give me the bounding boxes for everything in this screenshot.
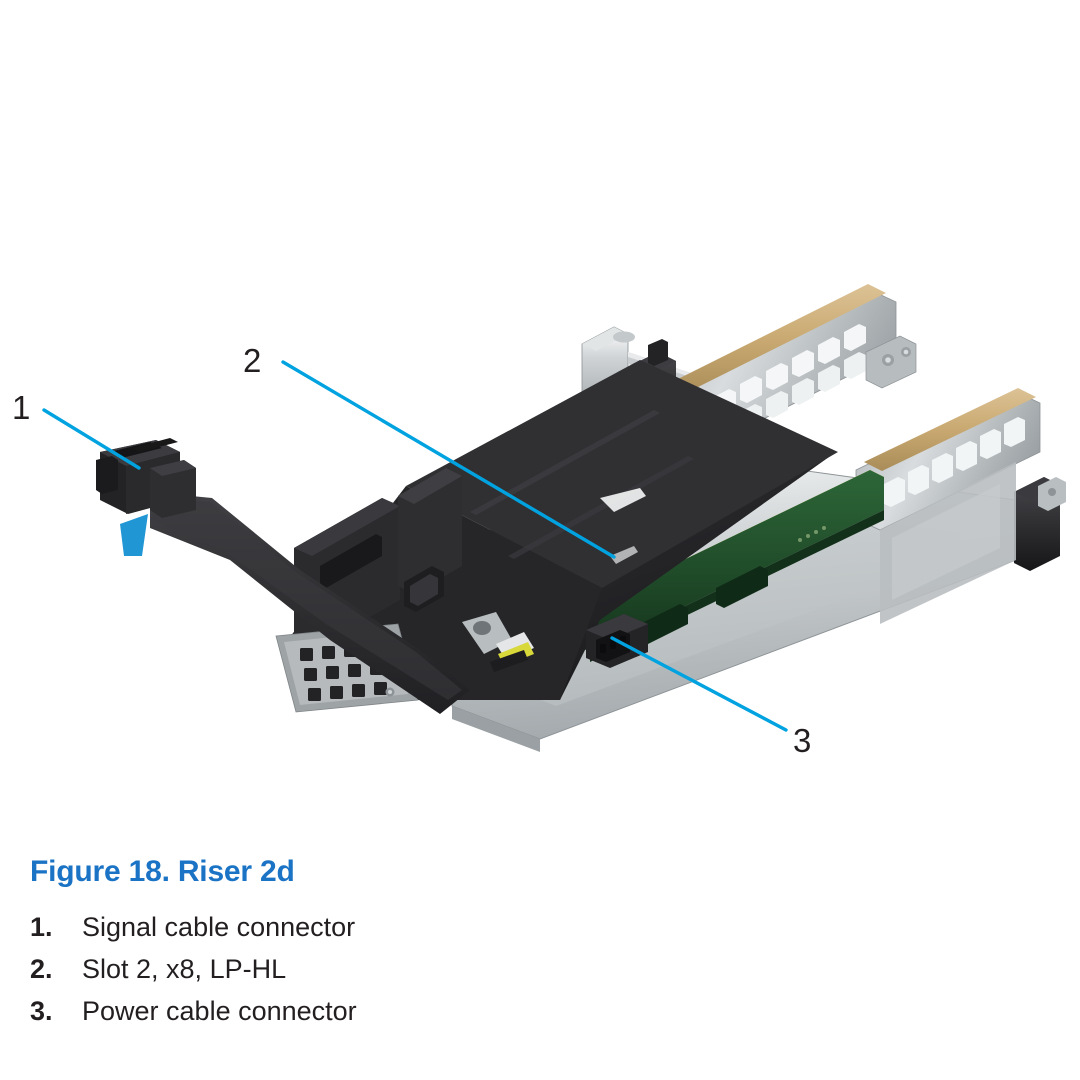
leader-line-1 bbox=[42, 408, 141, 470]
callout-number-1: 1 bbox=[12, 389, 31, 426]
legend-item-1: 1. Signal cable connector bbox=[30, 911, 1050, 944]
pcb-edge-tan-upper bbox=[660, 284, 886, 397]
vent-grid-lower bbox=[884, 417, 1025, 507]
signal-cable-connector bbox=[96, 438, 196, 518]
legend-label-3: Power cable connector bbox=[82, 995, 357, 1026]
card-edge-retainer bbox=[1014, 477, 1066, 571]
leader-line-3 bbox=[610, 636, 788, 732]
internal-cable-bundle bbox=[462, 612, 534, 672]
legend-index-2: 2. bbox=[30, 953, 53, 984]
pcb-edge-tan-lower bbox=[864, 388, 1036, 471]
riser-illustration: 1 2 3 bbox=[12, 284, 1066, 759]
figure-legend-list: 1. Signal cable connector 2. Slot 2, x8,… bbox=[30, 911, 1050, 1028]
signal-cable-assembly bbox=[96, 438, 470, 714]
figure-caption: Figure 18. Riser 2d bbox=[30, 855, 295, 888]
bracket-perforations bbox=[300, 642, 387, 701]
riser-vent-bracket-lower bbox=[855, 388, 1066, 571]
leader-line-2 bbox=[281, 360, 616, 559]
riser-illustration-svg bbox=[42, 284, 1066, 752]
legend-label-1: Signal cable connector bbox=[82, 912, 356, 942]
callout-number-2: 2 bbox=[243, 342, 262, 379]
legend-index-3: 3. bbox=[30, 995, 53, 1026]
figure-caption-block: Figure 18. Riser 2d 1. Signal cable conn… bbox=[30, 855, 1050, 1037]
legend-item-3: 3. Power cable connector bbox=[30, 995, 1050, 1028]
legend-index-1: 1. bbox=[30, 912, 53, 942]
callout-number-3: 3 bbox=[793, 722, 812, 759]
callout-leader-lines bbox=[42, 360, 788, 732]
legend-item-2: 2. Slot 2, x8, LP-HL bbox=[30, 953, 1050, 986]
legend-label-2: Slot 2, x8, LP-HL bbox=[82, 953, 287, 984]
signal-cable-pull-tab bbox=[120, 514, 148, 556]
